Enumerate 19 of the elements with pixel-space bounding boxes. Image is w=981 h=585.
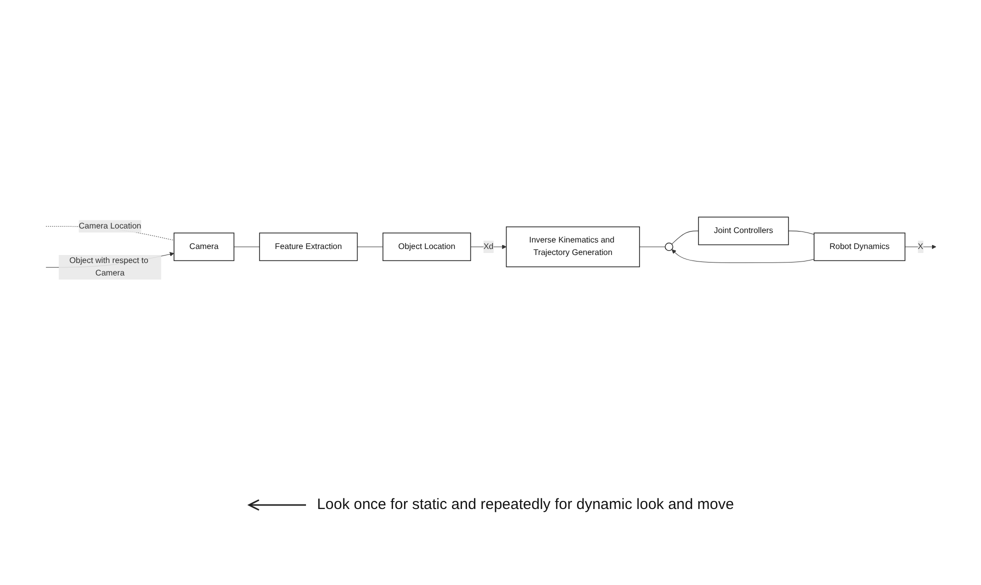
connector	[638, 246, 665, 247]
edge-label: Xd	[482, 242, 493, 251]
connector	[233, 246, 260, 247]
edge-label: Camera Location	[78, 221, 141, 230]
node-box: Joint Controllers	[698, 216, 788, 245]
node-box: Inverse Kinematics and Trajectory Generation	[505, 226, 640, 267]
connector	[788, 230, 814, 234]
node-box: Camera	[173, 232, 234, 261]
edge-label: Object with respect to Camera	[68, 256, 148, 278]
edge-label: X	[917, 242, 923, 251]
node-circle	[664, 242, 673, 251]
note-text: Look once for static and repeatedly for dynamic look and move	[317, 496, 734, 513]
node-box: Robot Dynamics	[813, 232, 905, 261]
connector	[356, 246, 383, 247]
arrow	[671, 248, 814, 263]
connector	[671, 230, 698, 244]
arrow	[904, 244, 936, 249]
node-box: Object Location	[382, 232, 471, 261]
node-box: Feature Extraction	[258, 232, 358, 261]
